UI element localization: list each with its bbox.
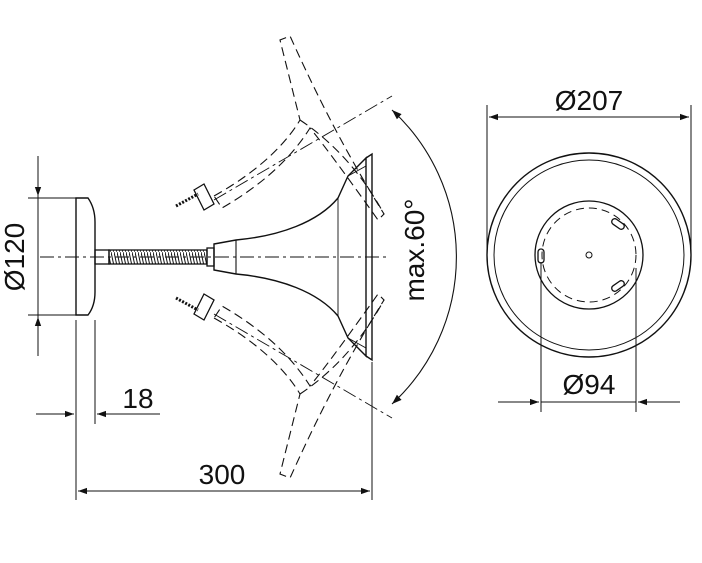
outer-ring-inner-edge [493, 159, 685, 351]
dim-dia-outer-label: Ø207 [555, 85, 624, 116]
dim-dia-outer [486, 105, 692, 250]
bolt-circle [541, 207, 637, 303]
angle-arc [391, 109, 457, 405]
slot-bottom-right [611, 280, 625, 292]
tilt-up-connector [175, 183, 215, 211]
inner-disc [534, 200, 644, 310]
angle-label: max.60° [399, 198, 430, 301]
dim-dia-inner-label: Ø94 [563, 369, 616, 400]
tilt-down-connector [175, 293, 215, 321]
head-plate [365, 152, 373, 362]
tilt-down-ghost [213, 293, 385, 479]
slot-top-right [611, 218, 625, 230]
wall-mount-plate [75, 197, 96, 316]
outer-ring [486, 152, 692, 358]
dim-dia-inner [498, 262, 680, 412]
threaded-rod [94, 247, 215, 267]
dim-dia-mount-label: Ø120 [0, 223, 30, 292]
slot-left [537, 248, 545, 264]
tilt-axes [213, 95, 393, 419]
dim-length-label: 300 [199, 459, 246, 490]
dim-length [78, 362, 373, 500]
dim-dia-mount [28, 156, 76, 356]
front-view [486, 152, 692, 358]
center-point [585, 251, 593, 259]
tilt-up-ghost [213, 35, 385, 221]
dim-thickness [36, 320, 160, 500]
side-view [40, 152, 390, 362]
dim-thickness-label: 18 [122, 383, 153, 414]
